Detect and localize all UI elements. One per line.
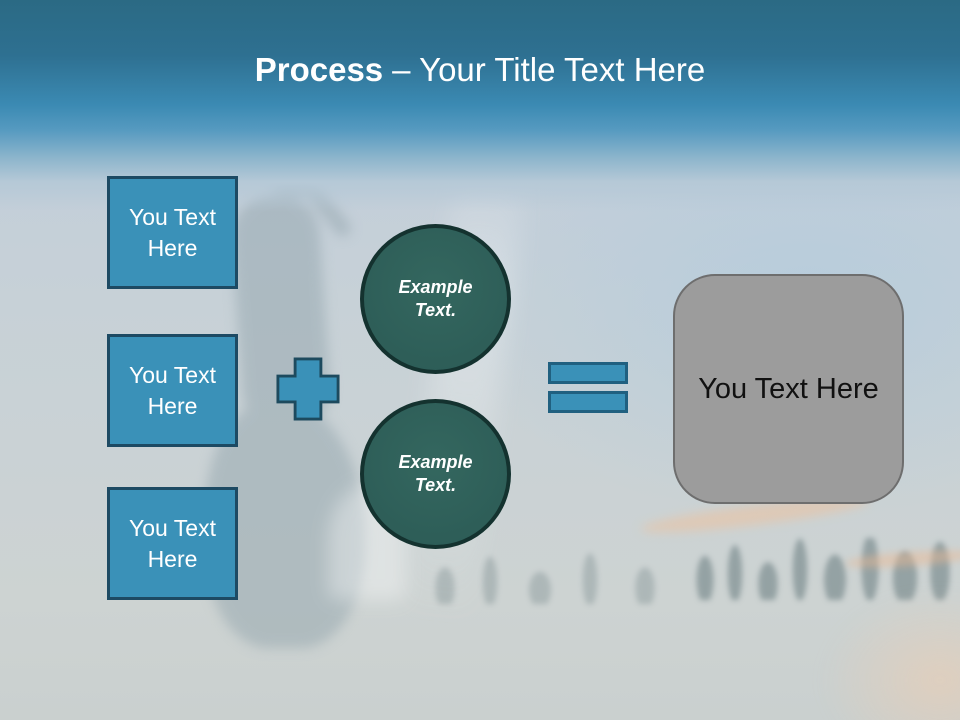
input-box-1-label: You Text Here bbox=[129, 203, 216, 261]
input-box-3[interactable]: You Text Here bbox=[107, 487, 238, 600]
input-box-2[interactable]: You Text Here bbox=[107, 334, 238, 447]
slide-title: Process– Your Title Text Here bbox=[0, 50, 960, 90]
silhouette-head bbox=[273, 160, 307, 200]
example-circle-2[interactable]: Example Text. bbox=[360, 399, 511, 549]
result-box-label: You Text Here bbox=[698, 372, 879, 405]
equals-icon bbox=[548, 391, 628, 413]
equals-icon bbox=[548, 362, 628, 384]
input-box-1[interactable]: You Text Here bbox=[107, 176, 238, 289]
silhouette-arm bbox=[276, 147, 354, 240]
plus-icon bbox=[276, 357, 340, 421]
example-circle-2-label: Example Text. bbox=[398, 452, 473, 495]
title-subtitle: – Your Title Text Here bbox=[392, 51, 706, 88]
plus-shape[interactable] bbox=[276, 357, 340, 421]
input-box-2-label: You Text Here bbox=[129, 361, 216, 419]
equals-shape[interactable] bbox=[548, 362, 628, 413]
example-circle-1-label: Example Text. bbox=[398, 277, 473, 320]
sunset-corner-glow bbox=[820, 590, 960, 720]
sunset-cloud-streak bbox=[844, 547, 960, 571]
input-box-3-label: You Text Here bbox=[129, 514, 216, 572]
example-circle-1[interactable]: Example Text. bbox=[360, 224, 511, 374]
light-beam bbox=[401, 147, 529, 623]
tree-silhouettes-left bbox=[420, 552, 690, 604]
result-box[interactable]: You Text Here bbox=[673, 274, 904, 504]
tree-silhouettes-right bbox=[690, 538, 960, 600]
title-emphasis: Process bbox=[254, 51, 384, 88]
